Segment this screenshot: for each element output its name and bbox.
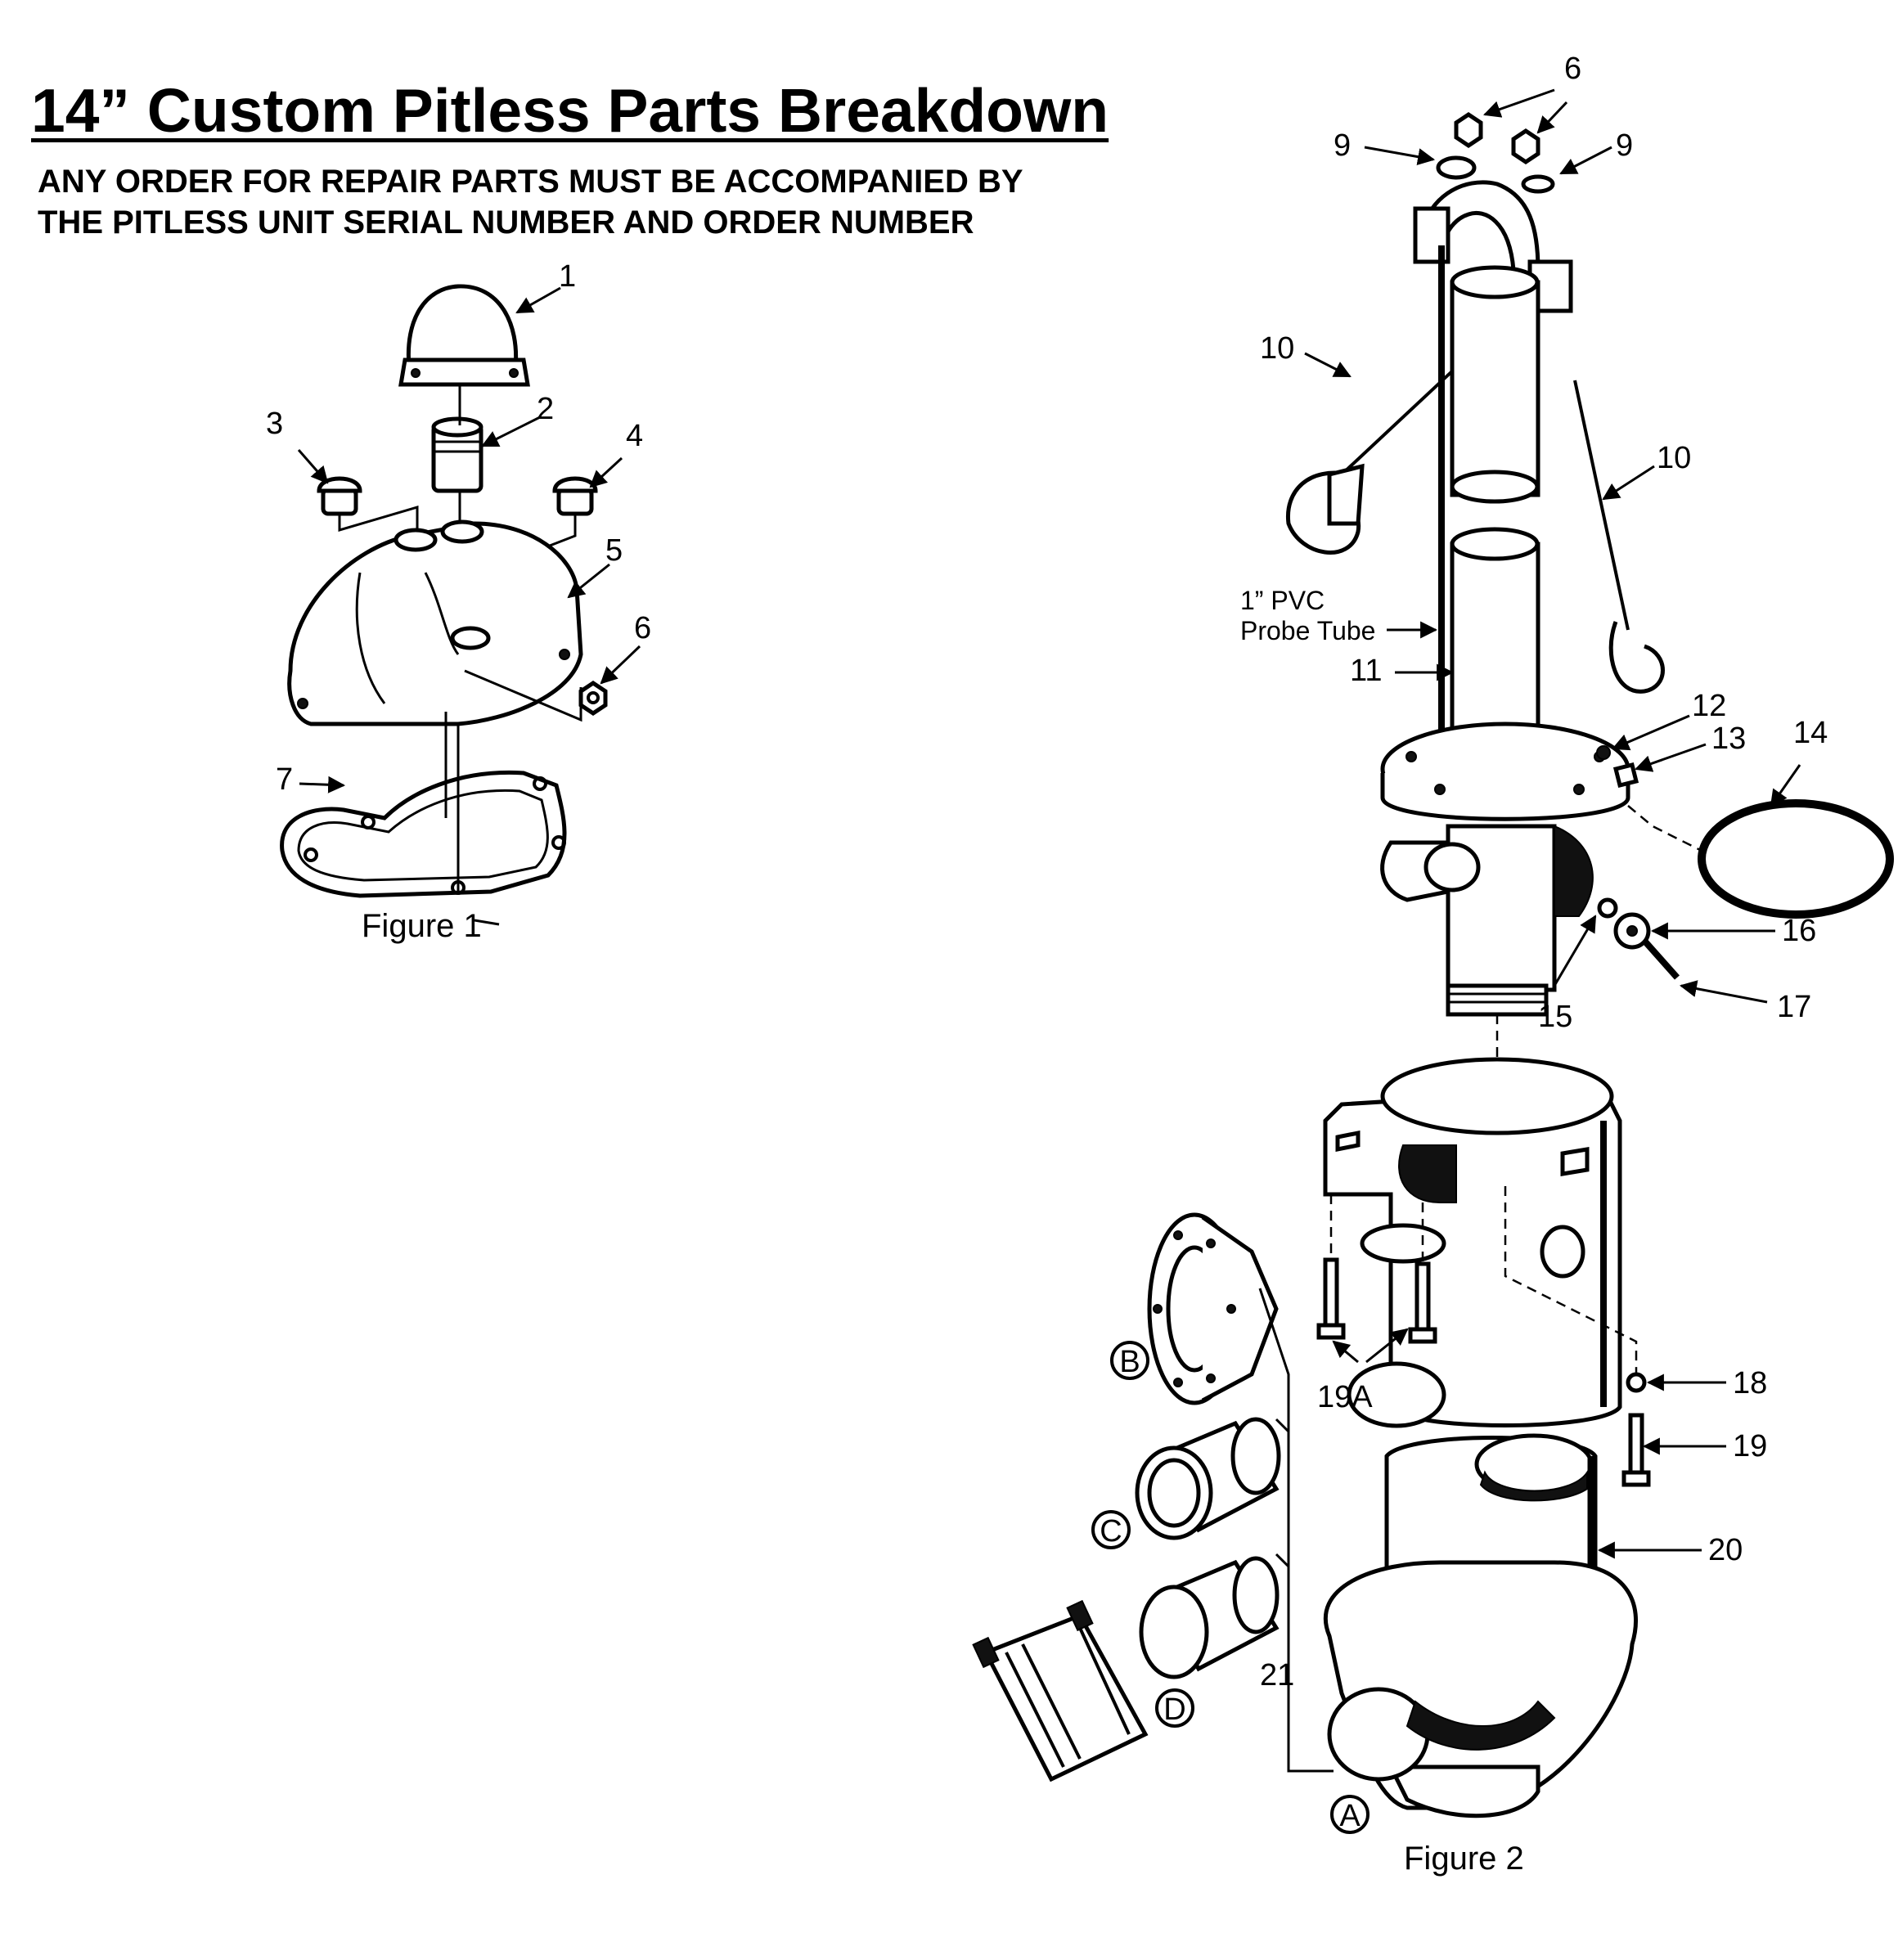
- part-5-cover: [287, 519, 583, 726]
- callout-2: 2: [537, 392, 554, 426]
- page-title: 14” Custom Pitless Parts Breakdown: [31, 76, 1109, 145]
- part-16-grommet: [1613, 912, 1651, 950]
- order-notice-line-1: ANY ORDER FOR REPAIR PARTS MUST BE ACCOM…: [38, 164, 1023, 200]
- part-6-nut-fig2: [1454, 111, 1540, 165]
- callout-6: 6: [634, 611, 651, 645]
- part-9-washers: [1436, 155, 1555, 194]
- pitless-body-upper: [1323, 1057, 1622, 1428]
- callout-4: 4: [626, 419, 643, 453]
- figure-2-caption: Figure 2: [1404, 1841, 1524, 1877]
- figure-2: B C D A 6 9: [972, 52, 1894, 1877]
- letter-a-marker: A: [1330, 1795, 1370, 1834]
- callout-16: 16: [1782, 914, 1816, 948]
- callout-11: 11: [1350, 654, 1382, 688]
- part-6-nut: [578, 680, 608, 717]
- part-10-jbolt-left: [1285, 297, 1531, 555]
- part-11-drop-pipe: [1450, 527, 1540, 759]
- part-4-plug: [552, 476, 598, 516]
- callout-17: 17: [1777, 990, 1811, 1024]
- callout-19a: 19A: [1317, 1380, 1373, 1414]
- part-b-flange: [1147, 1212, 1279, 1405]
- svg-text:B: B: [1119, 1345, 1140, 1379]
- probe-label-line-1: 1” PVC: [1240, 586, 1325, 615]
- callout-14: 14: [1793, 716, 1828, 750]
- callout-3: 3: [266, 407, 283, 441]
- part-c-nipple: [1135, 1417, 1281, 1540]
- part-3-plug: [317, 476, 362, 516]
- spool-head: [1380, 722, 1630, 1017]
- part-2-nipple: [431, 416, 483, 493]
- letter-c-marker: C: [1091, 1510, 1131, 1549]
- callout-18: 18: [1733, 1366, 1767, 1400]
- svg-text:C: C: [1100, 1514, 1122, 1549]
- part-d-adapter: [972, 1599, 1149, 1782]
- part-14-o-ring: [1698, 799, 1894, 919]
- probe-label-line-2: Probe Tube: [1240, 616, 1375, 645]
- part-1-cap: [398, 284, 530, 387]
- callout-6-fig2: 6: [1564, 52, 1581, 86]
- callout-20: 20: [1708, 1533, 1743, 1567]
- callout-12: 12: [1692, 689, 1726, 723]
- part-d-coupling: [1139, 1556, 1280, 1679]
- callout-9-right: 9: [1616, 128, 1633, 163]
- part-15-washer: [1597, 897, 1618, 919]
- callout-9-left: 9: [1334, 128, 1351, 163]
- svg-text:A: A: [1339, 1799, 1361, 1833]
- part-10-jbolt-right: [1573, 380, 1665, 694]
- part-13-washer: [1612, 762, 1639, 789]
- order-notice-line-2: THE PITLESS UNIT SERIAL NUMBER AND ORDER…: [38, 205, 974, 241]
- part-17-screw: [1642, 938, 1680, 980]
- callout-10-right: 10: [1657, 441, 1691, 475]
- part-20-lower-body: [1323, 1433, 1639, 1818]
- svg-text:D: D: [1163, 1693, 1185, 1727]
- figure-1: 1 2 3 4 5 6 7 Figure 1: [266, 259, 651, 944]
- callout-13: 13: [1711, 722, 1746, 756]
- callout-15: 15: [1538, 1000, 1572, 1034]
- letter-d-marker: D: [1155, 1688, 1194, 1728]
- part-18-washer: [1626, 1372, 1647, 1393]
- part-12-bolt: [1596, 745, 1611, 760]
- part-19-bolt: [1621, 1413, 1651, 1487]
- part-7-gasket: [280, 770, 567, 898]
- callout-21: 21: [1260, 1658, 1294, 1693]
- callout-19: 19: [1733, 1429, 1767, 1463]
- figure-1-caption: Figure 1: [362, 908, 482, 944]
- callout-10-left: 10: [1260, 331, 1294, 366]
- callout-5: 5: [605, 533, 623, 568]
- letter-b-marker: B: [1110, 1341, 1149, 1380]
- upper-pipe: [1450, 265, 1540, 504]
- part-19a-bolts: [1316, 1257, 1437, 1344]
- callout-1: 1: [559, 259, 576, 294]
- callout-7: 7: [276, 762, 293, 797]
